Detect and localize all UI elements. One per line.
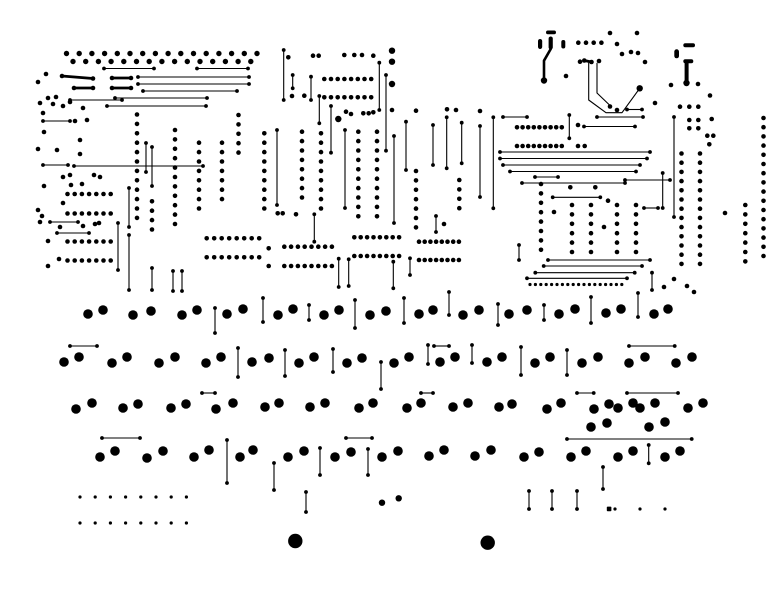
mounting-holes bbox=[288, 533, 495, 550]
angled-traces bbox=[542, 47, 641, 114]
component-bars bbox=[538, 30, 695, 512]
pads bbox=[35, 30, 728, 511]
trace-segments bbox=[41, 48, 694, 514]
thick-jumper-traces bbox=[59, 58, 594, 91]
pad-runs bbox=[63, 40, 766, 525]
